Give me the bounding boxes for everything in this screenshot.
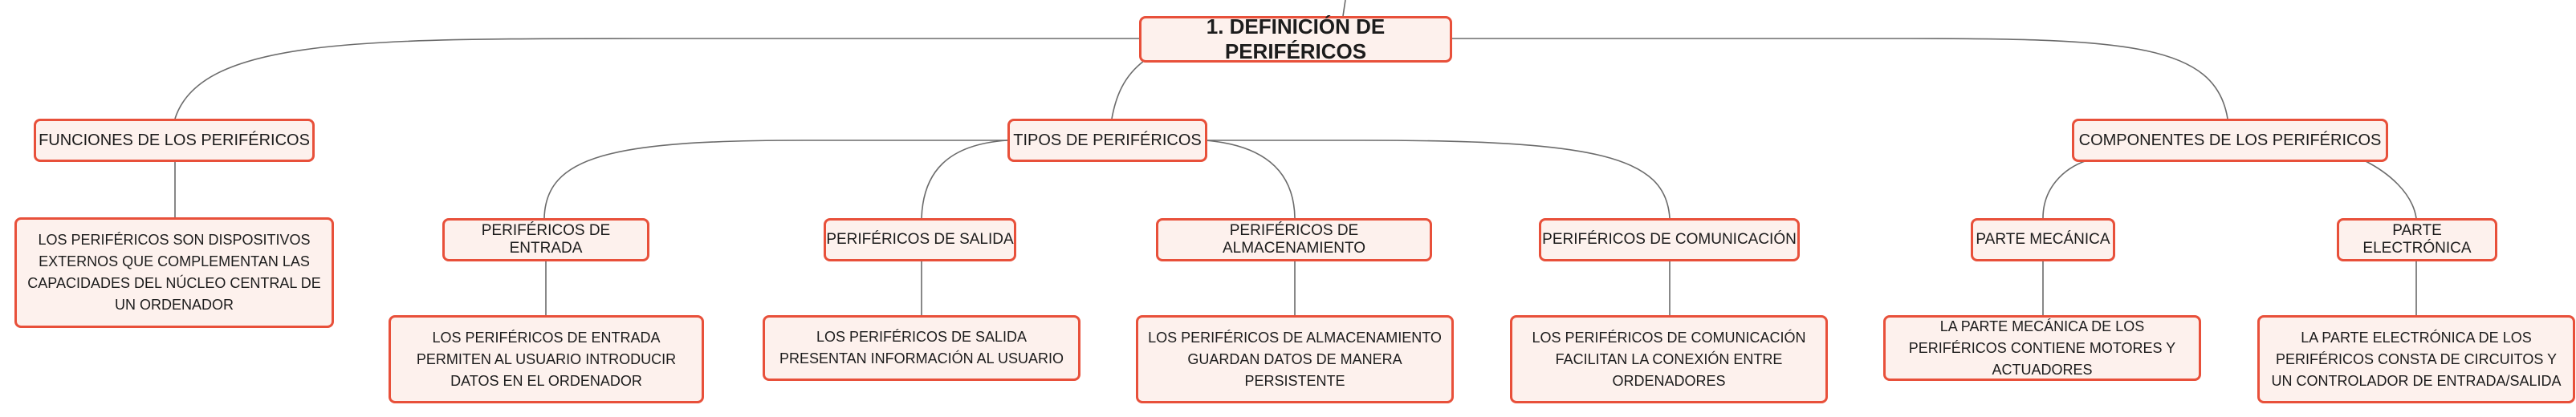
electronica-description-text: LA PARTE ELECTRÓNICA DE LOS PERIFÉRICOS … (2271, 329, 2562, 389)
mecanica-description-text: LA PARTE MECÁNICA DE LOS PERIFÉRICOS CON… (1908, 318, 2176, 378)
mecanica-description[interactable]: LA PARTE MECÁNICA DE LOS PERIFÉRICOS CON… (1883, 315, 2201, 381)
node-perifericos-salida[interactable]: PERIFÉRICOS DE SALIDA (824, 218, 1016, 261)
connector-tipos-comunicacion (1204, 140, 1671, 219)
salida-description[interactable]: LOS PERIFÉRICOS DE SALIDA PRESENTAN INFO… (763, 315, 1080, 381)
node-parte-electronica-label: PARTE ELECTRÓNICA (2362, 222, 2472, 257)
connector-root-tipos (1111, 60, 1145, 119)
connector-tipos-entrada (543, 140, 1007, 219)
electronica-description[interactable]: LA PARTE ELECTRÓNICA DE LOS PERIFÉRICOS … (2257, 315, 2575, 403)
node-perifericos-almacenamiento[interactable]: PERIFÉRICOS DE ALMACENAMIENTO (1156, 218, 1432, 261)
almacenamiento-description[interactable]: LOS PERIFÉRICOS DE ALMACENAMIENTO GUARDA… (1136, 315, 1454, 403)
connector-componentes-mecanica (2042, 160, 2088, 219)
entrada-description-text: LOS PERIFÉRICOS DE ENTRADA PERMITEN AL U… (416, 329, 677, 389)
node-parte-mecanica[interactable]: PARTE MECÁNICA (1971, 218, 2115, 261)
funciones-description[interactable]: LOS PERIFÉRICOS SON DISPOSITIVOS EXTERNO… (14, 217, 334, 328)
funciones-description-text: LOS PERIFÉRICOS SON DISPOSITIVOS EXTERNO… (27, 232, 321, 313)
connector-tipos-almacenamiento (1203, 140, 1296, 219)
node-perifericos-entrada-label: PERIFÉRICOS DE ENTRADA (481, 222, 611, 257)
node-perifericos-entrada[interactable]: PERIFÉRICOS DE ENTRADA (442, 218, 649, 261)
branch-tipos[interactable]: TIPOS DE PERIFÉRICOS (1007, 119, 1207, 162)
root-node[interactable]: 1. DEFINICIÓN DE PERIFÉRICOS (1139, 14, 1452, 63)
branch-funciones-label: FUNCIONES DE LOS PERIFÉRICOS (39, 131, 310, 149)
connector-root-componentes (1451, 38, 2228, 119)
almacenamiento-description-text: LOS PERIFÉRICOS DE ALMACENAMIENTO GUARDA… (1148, 329, 1442, 389)
comunicacion-description-text: LOS PERIFÉRICOS DE COMUNICACIÓN FACILITA… (1532, 329, 1806, 389)
branch-tipos-label: TIPOS DE PERIFÉRICOS (1013, 131, 1202, 149)
branch-funciones[interactable]: FUNCIONES DE LOS PERIFÉRICOS (34, 119, 315, 162)
node-perifericos-comunicacion-label: PERIFÉRICOS DE COMUNICACIÓN (1542, 231, 1797, 248)
node-perifericos-comunicacion[interactable]: PERIFÉRICOS DE COMUNICACIÓN (1539, 218, 1800, 261)
comunicacion-description[interactable]: LOS PERIFÉRICOS DE COMUNICACIÓN FACILITA… (1510, 315, 1828, 403)
entrada-description[interactable]: LOS PERIFÉRICOS DE ENTRADA PERMITEN AL U… (389, 315, 704, 403)
branch-componentes[interactable]: COMPONENTES DE LOS PERIFÉRICOS (2072, 119, 2388, 162)
node-perifericos-almacenamiento-label: PERIFÉRICOS DE ALMACENAMIENTO (1222, 222, 1366, 257)
branch-componentes-label: COMPONENTES DE LOS PERIFÉRICOS (2078, 131, 2382, 149)
node-parte-mecanica-label: PARTE MECÁNICA (1976, 231, 2110, 248)
connector-root-funciones (174, 38, 1140, 119)
connector-componentes-electronica (2363, 160, 2417, 219)
node-parte-electronica[interactable]: PARTE ELECTRÓNICA (2337, 218, 2497, 261)
root-node-label: 1. DEFINICIÓN DE PERIFÉRICOS (1206, 14, 1386, 63)
connector-tipos-salida (921, 140, 1008, 219)
connector-top (1342, 0, 1346, 17)
salida-description-text: LOS PERIFÉRICOS DE SALIDA PRESENTAN INFO… (779, 329, 1064, 366)
node-perifericos-salida-label: PERIFÉRICOS DE SALIDA (826, 231, 1014, 248)
